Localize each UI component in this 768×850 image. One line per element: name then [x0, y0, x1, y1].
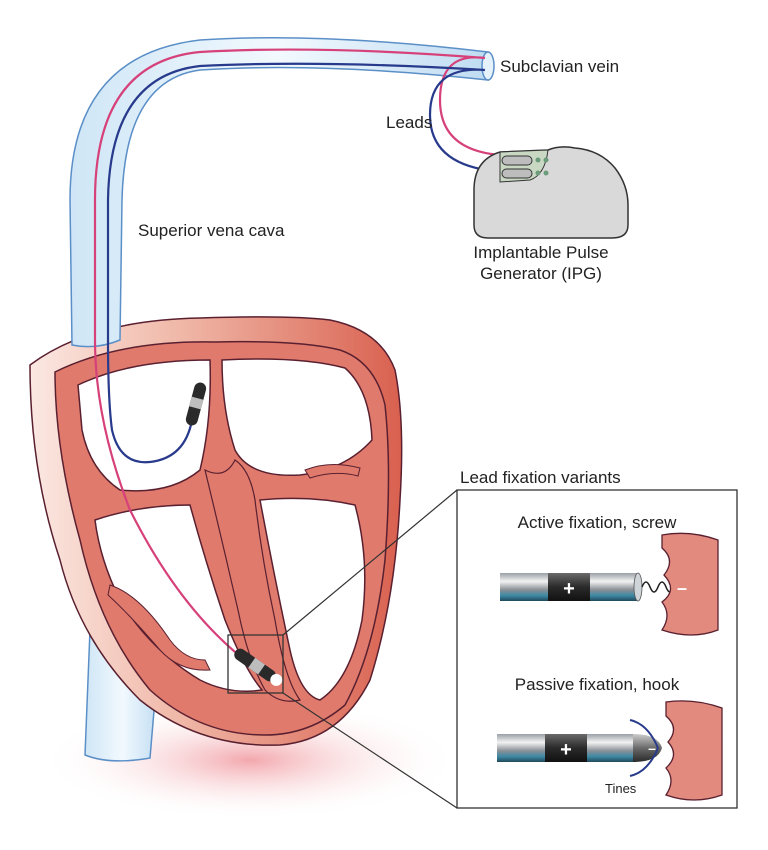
label-active-fixation: Active fixation, screw: [518, 513, 677, 532]
zoom-source-box: [227, 634, 284, 694]
lead-blue: [106, 62, 506, 464]
label-passive-fixation: Passive fixation, hook: [515, 675, 680, 694]
left-ventricle: [259, 497, 366, 701]
ipg-device: [473, 146, 629, 239]
superior-vena-cava-vessel: [69, 36, 489, 348]
label-fixation-title: Lead fixation variants: [460, 468, 621, 487]
label-superior-vena-cava: Superior vena cava: [138, 221, 285, 240]
papillary-right-ventricle: [107, 584, 211, 671]
active-positive-sign: +: [563, 578, 575, 600]
label-tines: Tines: [605, 781, 637, 796]
active-fixation-illustration: [500, 532, 719, 636]
passive-fixation-illustration: [497, 700, 723, 801]
label-leads: Leads: [386, 113, 432, 132]
atrial-electrode: [185, 382, 207, 426]
label-subclavian-vein: Subclavian vein: [500, 57, 619, 76]
zoom-connector-bottom: [282, 692, 458, 809]
lead-pink: [93, 48, 501, 653]
zoom-connector-top: [282, 489, 458, 636]
label-ipg-line1: Implantable Pulse: [473, 243, 608, 262]
label-ipg-line2: Generator (IPG): [480, 264, 602, 283]
active-negative-sign: –: [677, 578, 687, 598]
left-atrium: [221, 358, 373, 477]
septum: [204, 459, 302, 702]
papillary-left: [304, 464, 361, 479]
right-atrium: [77, 359, 212, 492]
ventricular-electrode: [234, 648, 283, 686]
passive-negative-sign: –: [648, 740, 656, 756]
subclavian-vein-opening: [481, 51, 495, 81]
passive-positive-sign: +: [560, 739, 572, 761]
